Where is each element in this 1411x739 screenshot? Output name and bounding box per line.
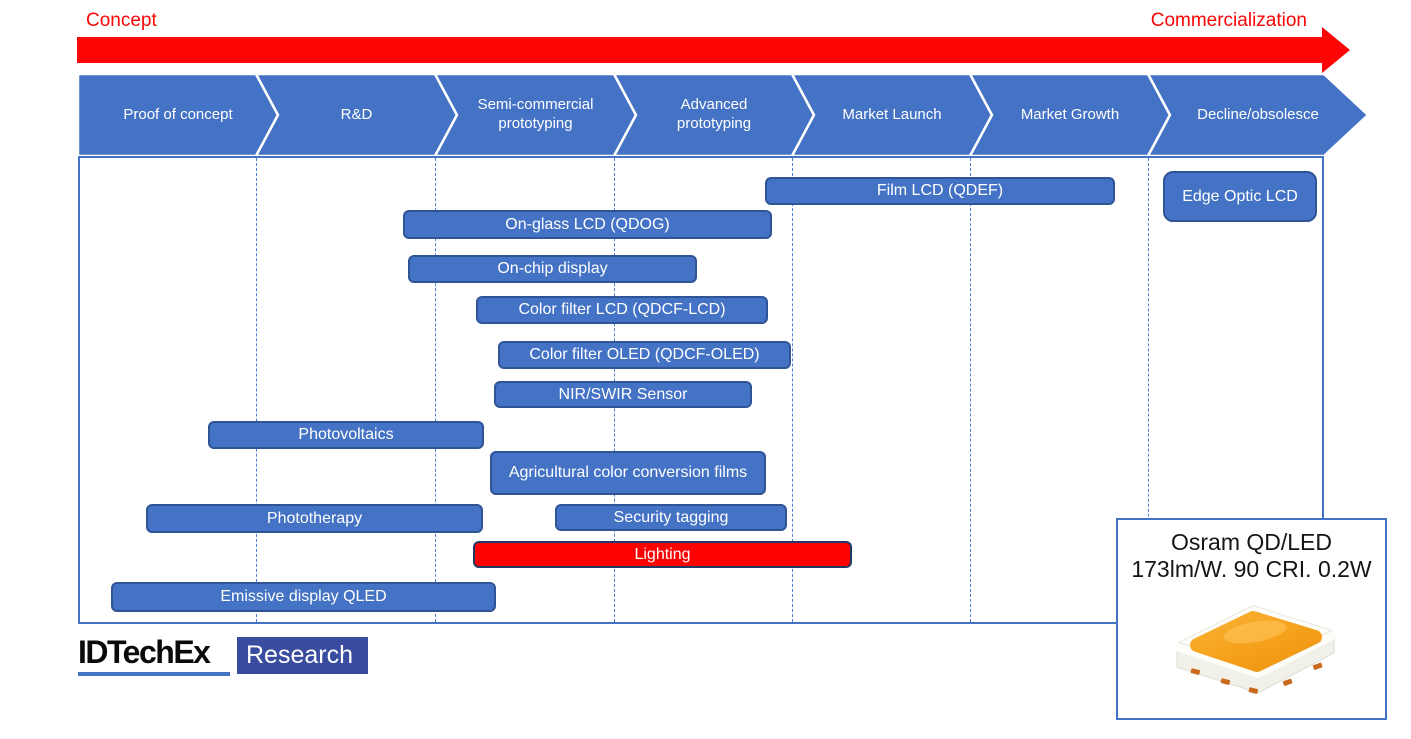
stage-label-rnd: R&D	[340, 105, 373, 123]
stage-label-market-launch: Market Launch	[842, 105, 942, 123]
timeline-arrow-head-icon	[1322, 27, 1350, 73]
roadmap-bar-security-tagging: Security tagging	[555, 504, 787, 531]
stage-label-decline: Decline/obsolesce	[1197, 105, 1319, 123]
roadmap-bar-color-filter-oled: Color filter OLED (QDCF-OLED)	[498, 341, 791, 369]
osram-title-line2: 173lm/W. 90 CRI. 0.2W	[1131, 556, 1372, 582]
osram-led-package-image	[1173, 605, 1337, 694]
stage-chevron-6	[1146, 73, 1370, 157]
roadmap-bar-on-glass-lcd: On-glass LCD (QDOG)	[403, 210, 772, 239]
roadmap-bar-film-lcd: Film LCD (QDEF)	[765, 177, 1115, 205]
roadmap-bar-color-filter-lcd: Color filter LCD (QDCF-LCD)	[476, 296, 768, 324]
roadmap-bar-phototherapy: Phototherapy	[146, 504, 483, 533]
roadmap-bar-photovoltaics: Photovoltaics	[208, 421, 484, 449]
stage-chevron-band	[76, 73, 1370, 157]
roadmap-bar-agricultural-films: Agricultural color conversion films	[490, 451, 766, 495]
stage-gridline	[1148, 158, 1149, 622]
roadmap-bar-emissive-qled: Emissive display QLED	[111, 582, 496, 612]
idtechex-logo: IDTechEx	[78, 634, 211, 670]
commercialization-label: Commercialization	[1150, 10, 1307, 31]
stage-gridline	[435, 158, 436, 622]
stage-gridline	[792, 158, 793, 622]
stage-label-advanced-prototyping: Advanced prototyping	[676, 96, 752, 132]
osram-callout: Osram QD/LED 173lm/W. 90 CRI. 0.2W	[1116, 518, 1387, 720]
osram-title-line1: Osram QD/LED	[1170, 529, 1333, 555]
roadmap-bar-edge-optic-lcd: Edge Optic LCD	[1163, 171, 1317, 222]
roadmap-bar-nir-swir-sensor: NIR/SWIR Sensor	[494, 381, 752, 408]
stage-label-semi-commercial: Semi-commercial prototyping	[477, 96, 594, 132]
stage-gridline	[970, 158, 971, 622]
stage-label-market-growth: Market Growth	[1020, 105, 1120, 123]
roadmap-bar-lighting: Lighting	[473, 541, 852, 568]
logo-underline	[78, 672, 230, 676]
concept-label: Concept	[86, 10, 157, 31]
research-badge: Research	[237, 637, 368, 674]
stage-gridline	[256, 158, 257, 622]
timeline-arrow-shaft	[77, 37, 1323, 63]
roadmap-bar-on-chip-display: On-chip display	[408, 255, 697, 283]
stage-label-proof-of-concept: Proof of concept	[123, 105, 233, 123]
